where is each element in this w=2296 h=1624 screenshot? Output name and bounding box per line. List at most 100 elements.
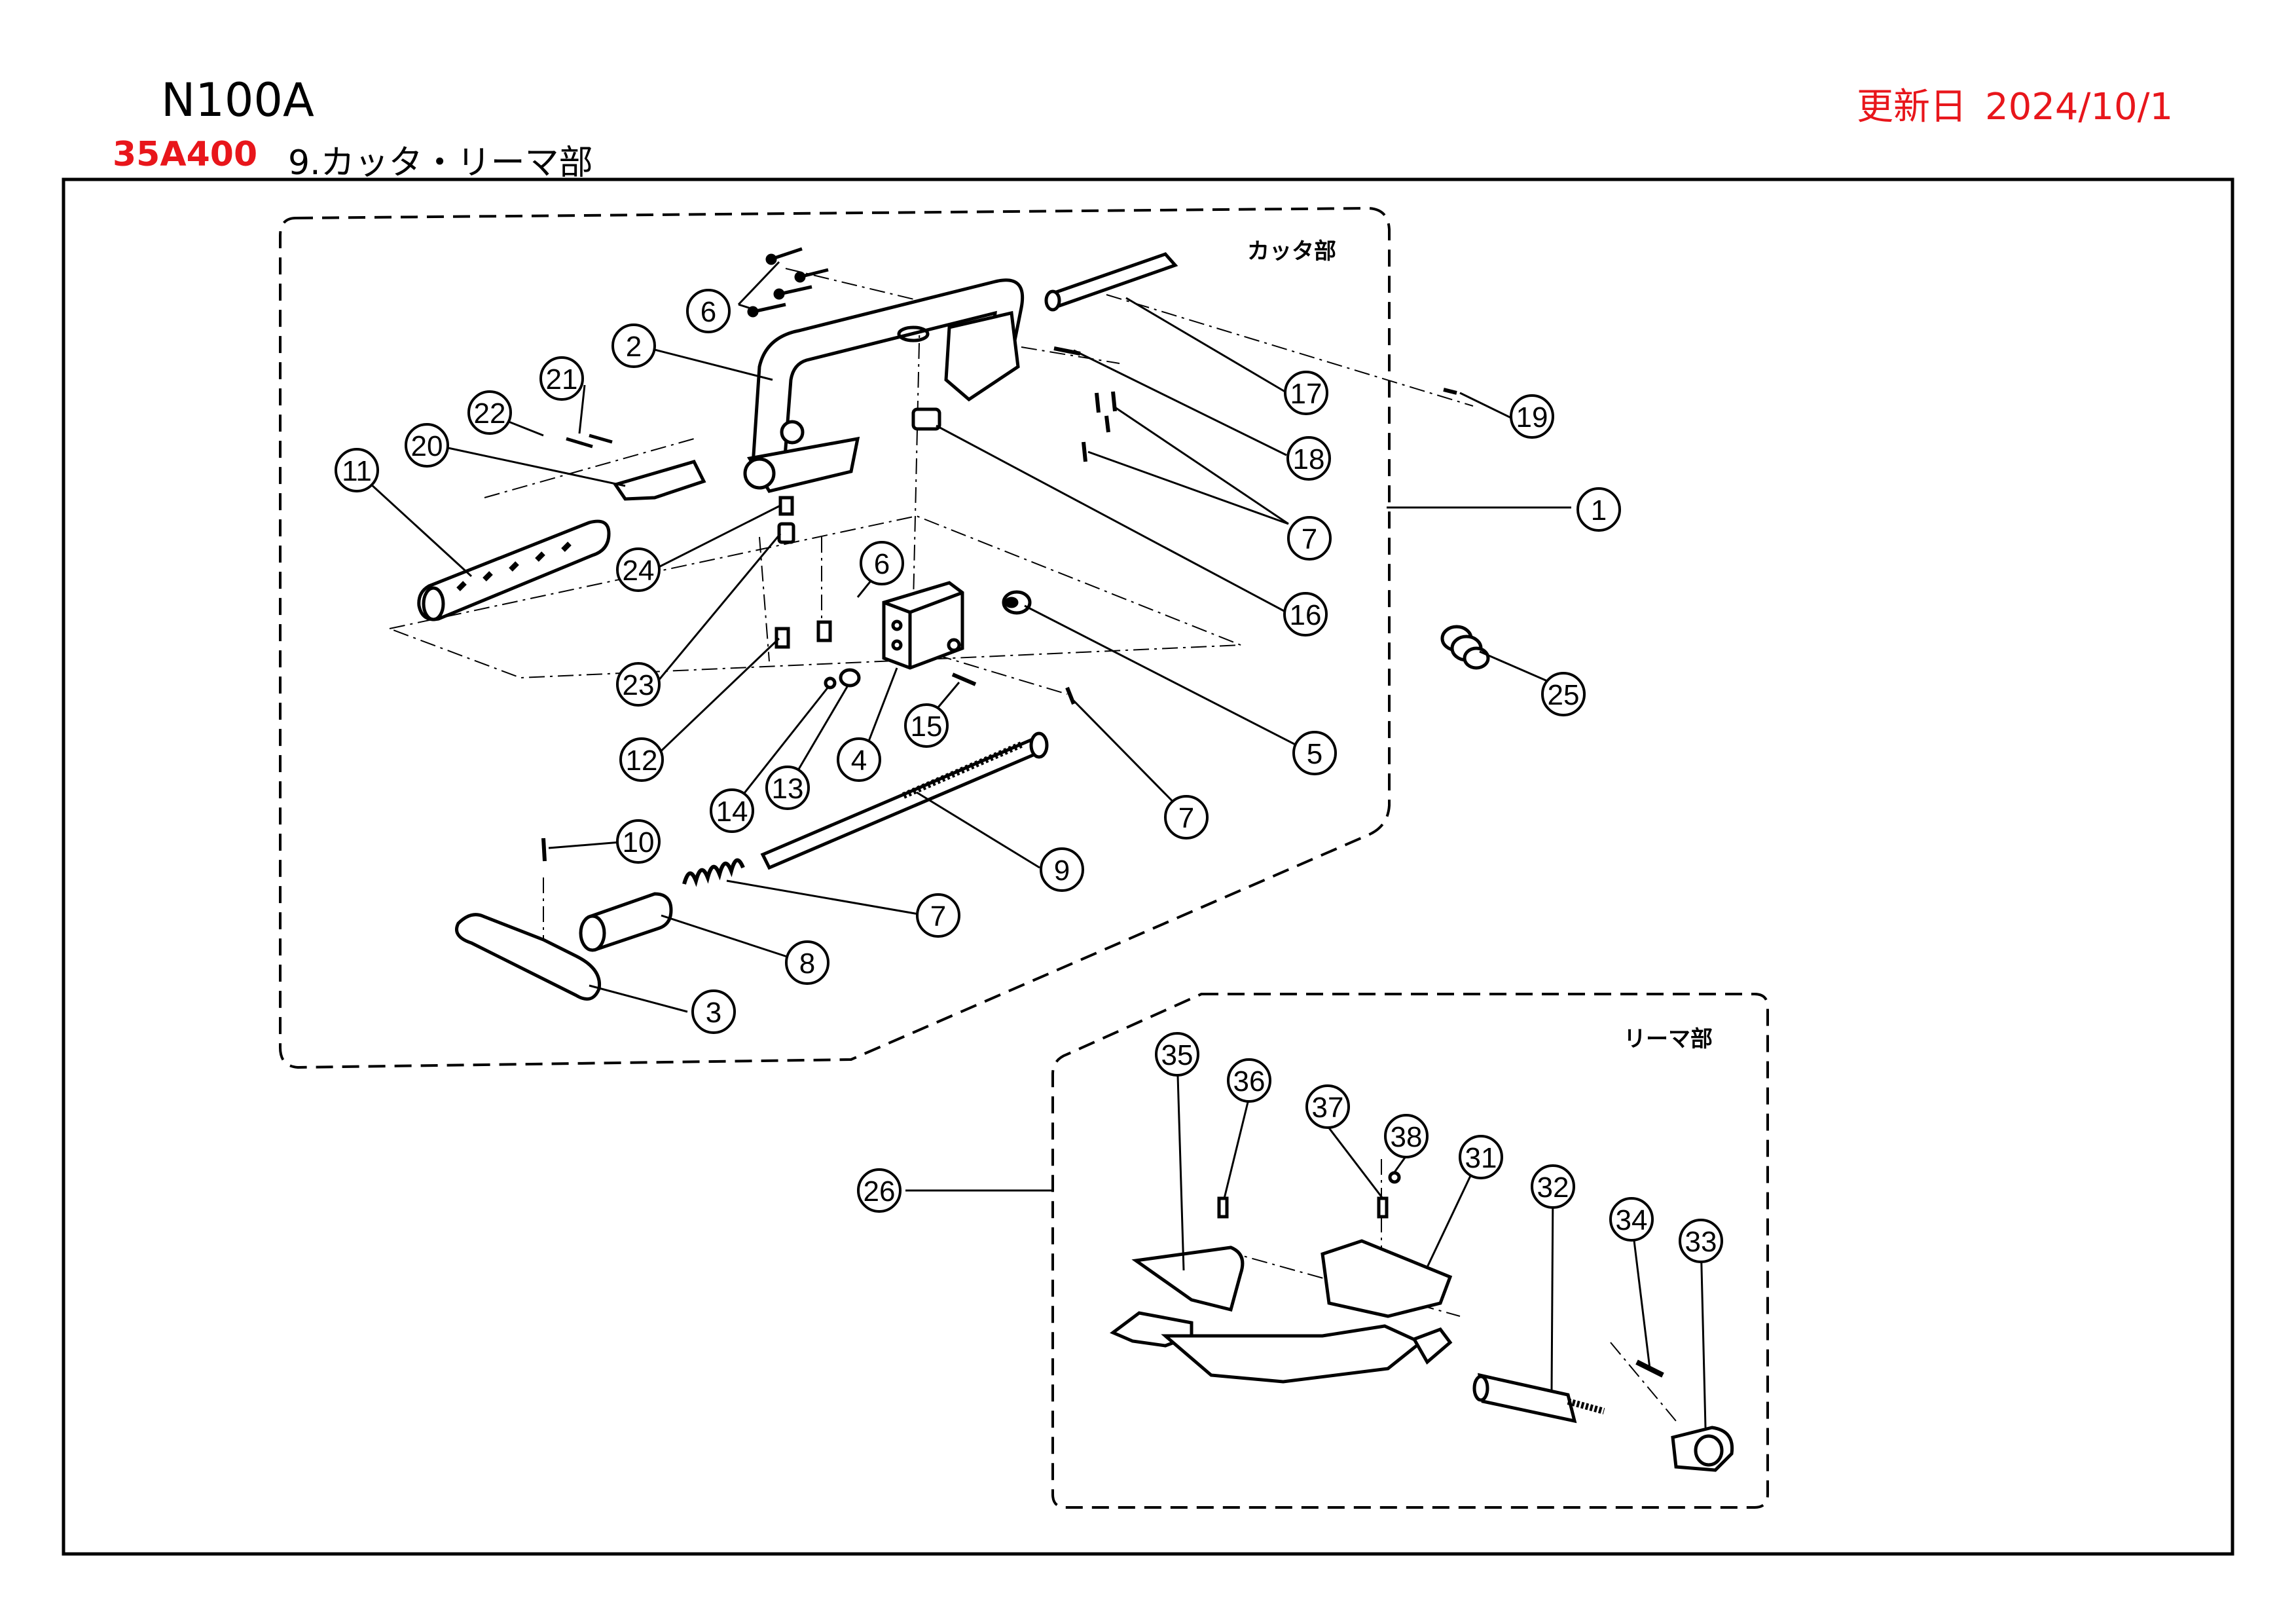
callout-number: 22: [474, 397, 506, 430]
updated-label: 更新日: [1857, 86, 1967, 128]
callout-circle: [1510, 394, 1554, 439]
callout-5: 5: [1292, 731, 1337, 775]
callout-number: 13: [772, 773, 804, 805]
callout-circle: [710, 788, 754, 833]
callout-7: 7: [916, 893, 960, 938]
callout-number: 36: [1233, 1065, 1266, 1098]
callout-4: 4: [837, 737, 881, 782]
callout-circle: [616, 819, 661, 864]
callout-circle: [1292, 731, 1337, 775]
callout-number: 4: [851, 745, 867, 777]
callout-17: 17: [1284, 371, 1328, 415]
callout-8: 8: [785, 940, 829, 985]
callout-32: 32: [1531, 1164, 1575, 1209]
callout-circle: [904, 703, 949, 748]
callout-10: 10: [616, 819, 661, 864]
callout-number: 20: [411, 430, 443, 462]
callout-circle: [611, 323, 656, 368]
callout-circle: [691, 989, 736, 1034]
callout-number: 16: [1290, 599, 1322, 631]
spring-9: [682, 858, 745, 887]
callout-15: 15: [904, 703, 949, 748]
callout-circle: [837, 737, 881, 782]
callout-circle: [1283, 592, 1328, 637]
callout-circle: [619, 737, 664, 782]
callout-circle: [616, 547, 661, 592]
reamer-group-label: リーマ部: [1624, 1026, 1713, 1052]
callout-circle: [1459, 1135, 1503, 1179]
slider-block-4: [882, 581, 964, 670]
callout-number: 21: [546, 363, 578, 396]
callout-12: 12: [619, 737, 664, 782]
callout-circle: [1679, 1219, 1723, 1263]
callout-circle: [1305, 1084, 1350, 1129]
callout-2: 2: [611, 323, 656, 368]
feed-screw-10: [760, 731, 1049, 870]
block-17: [911, 407, 941, 431]
cutter-frame-part: [743, 278, 1025, 493]
callout-number: 34: [1616, 1204, 1648, 1236]
callout-number: 6: [874, 548, 890, 580]
callout-number: 23: [623, 669, 655, 701]
callout-21: 21: [539, 356, 584, 401]
callout-number: 24: [623, 555, 655, 587]
callout-circle: [857, 1168, 902, 1213]
callout-number: 31: [1465, 1142, 1497, 1174]
callout-36: 36: [1227, 1058, 1271, 1103]
callout-22: 22: [467, 390, 512, 435]
section-title: 9.カッタ・リーマ部: [288, 143, 593, 183]
callout-circle: [860, 541, 904, 585]
callout-circle: [335, 448, 379, 492]
callout-number: 37: [1312, 1092, 1344, 1124]
callout-circle: [686, 289, 731, 333]
callout-number: 1: [1591, 494, 1607, 526]
callout-18: 18: [1286, 436, 1331, 481]
callout-circle: [1040, 847, 1084, 892]
callout-6: 6: [686, 289, 731, 333]
callout-circle: [1576, 487, 1621, 532]
callout-20: 20: [405, 423, 449, 468]
callout-circle: [765, 766, 810, 810]
callout-7: 7: [1287, 516, 1332, 561]
callout-1: 1: [1576, 487, 1621, 532]
callout-number: 26: [864, 1175, 896, 1208]
callout-number: 2: [626, 331, 642, 363]
leader-lines: [354, 261, 1707, 1428]
callout-number: 7: [1302, 523, 1317, 555]
callout-35: 35: [1155, 1032, 1199, 1077]
callout-number: 18: [1293, 443, 1325, 475]
callout-33: 33: [1679, 1219, 1723, 1263]
callout-circle: [467, 390, 512, 435]
callout-number: 33: [1685, 1226, 1717, 1258]
callout-circle: [1609, 1197, 1654, 1242]
callout-6: 6: [860, 541, 904, 585]
callout-26: 26: [857, 1168, 902, 1213]
model-name: N100A: [161, 73, 314, 127]
callout-number: 8: [799, 948, 815, 980]
callout-circle: [1531, 1164, 1575, 1209]
callout-number: 9: [1054, 855, 1070, 887]
reamer-group-outline: [1051, 993, 1769, 1509]
callout-3: 3: [691, 989, 736, 1034]
callout-circle: [1286, 436, 1331, 481]
spring-pins-13-24-25: [774, 496, 832, 649]
callout-number: 11: [342, 455, 372, 487]
callout-34: 34: [1609, 1197, 1654, 1242]
callout-number: 7: [930, 900, 946, 932]
callout-number: 15: [911, 710, 943, 743]
callout-25: 25: [1541, 672, 1586, 716]
bolts-6-top: [747, 247, 829, 318]
callout-number: 35: [1161, 1039, 1194, 1071]
callout-circle: [539, 356, 584, 401]
part-code: 35A400: [113, 135, 258, 174]
callout-number: 12: [626, 745, 658, 777]
callout-circle: [1155, 1032, 1199, 1077]
callout-number: 38: [1391, 1121, 1423, 1153]
callout-circle: [1287, 516, 1332, 561]
callout-24: 24: [616, 547, 661, 592]
callout-circle: [916, 893, 960, 938]
callout-number: 32: [1537, 1172, 1569, 1204]
plug-26: [1440, 625, 1490, 670]
